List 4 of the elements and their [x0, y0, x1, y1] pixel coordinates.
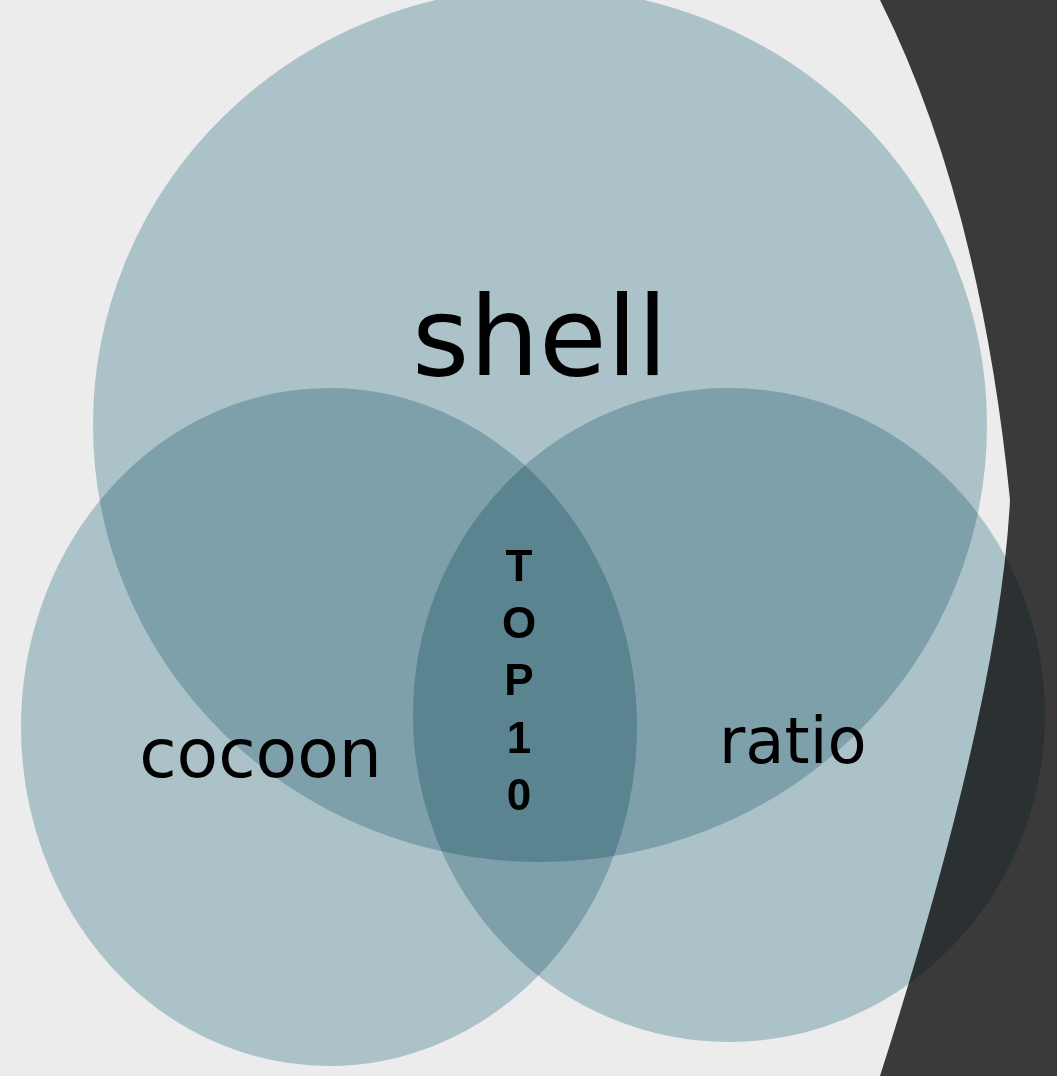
circle-label: ratio	[719, 709, 867, 774]
circle-label: shell	[412, 282, 668, 392]
vertical-label: TOP10	[500, 540, 538, 821]
circle-label: cocoon	[139, 720, 382, 789]
